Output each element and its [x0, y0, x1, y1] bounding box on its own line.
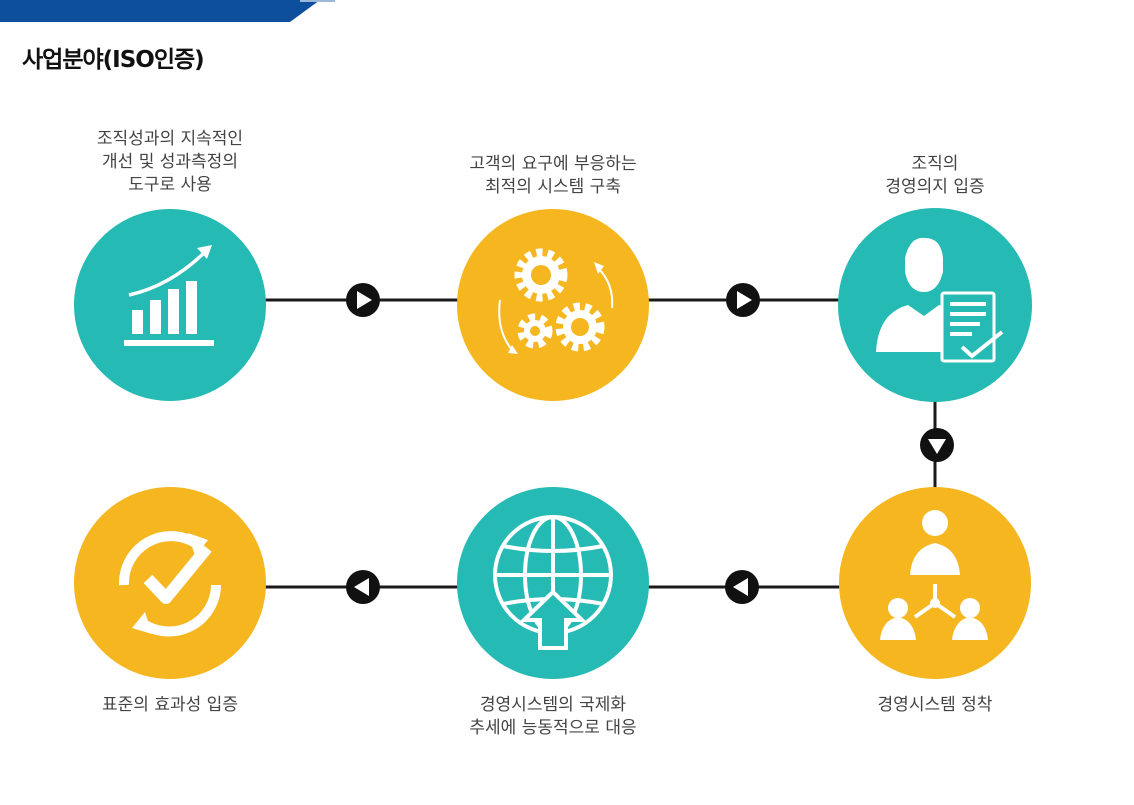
- caption-line: 경영시스템의 국제화: [479, 695, 627, 715]
- caption-line: 조직성과의 지속적인: [96, 129, 244, 149]
- caption-line: 최적의 시스템 구축: [485, 177, 621, 197]
- arrow-down-icon: [920, 428, 954, 462]
- businessman-checklist-icon: [876, 237, 1004, 363]
- caption-line: 고객의 요구에 부응하는: [469, 154, 637, 174]
- step-caption-5: 경영시스템의 국제화 추세에 능동적으로 대응: [433, 694, 673, 740]
- team-hierarchy-icon: [880, 510, 988, 640]
- caption-line: 경영의지 입증: [885, 177, 985, 197]
- caption-line: 개선 및 성과측정의: [102, 152, 238, 172]
- arrow-right-icon: [726, 283, 760, 317]
- step-circle-2: [457, 209, 649, 401]
- step-caption-2: 고객의 요구에 부응하는 최적의 시스템 구축: [433, 153, 673, 199]
- step-caption-3: 조직의 경영의지 입증: [815, 153, 1055, 199]
- step-circle-6: [74, 487, 266, 679]
- step-caption-6: 표준의 효과성 입증: [50, 694, 290, 717]
- header-banner: [0, 0, 335, 22]
- step-circle-3: [838, 208, 1032, 402]
- arrow-left-icon: [725, 570, 759, 604]
- gears-icon: [498, 248, 614, 354]
- caption-line: 조직의: [911, 154, 959, 174]
- caption-line: 경영시스템 정착: [877, 695, 993, 715]
- caption-line: 도구로 사용: [128, 175, 212, 195]
- step-caption-1: 조직성과의 지속적인 개선 및 성과측정의 도구로 사용: [50, 128, 290, 197]
- arrow-left-icon: [346, 570, 380, 604]
- globe-arrow-icon: [493, 515, 613, 650]
- step-caption-4: 경영시스템 정착: [815, 694, 1055, 717]
- caption-line: 표준의 효과성 입증: [102, 695, 238, 715]
- arrow-right-icon: [346, 283, 380, 317]
- growth-chart-icon: [124, 245, 214, 346]
- caption-line: 추세에 능동적으로 대응: [469, 718, 637, 738]
- page-title: 사업분야(ISO인증): [22, 47, 205, 73]
- check-cycle-icon: [118, 531, 221, 637]
